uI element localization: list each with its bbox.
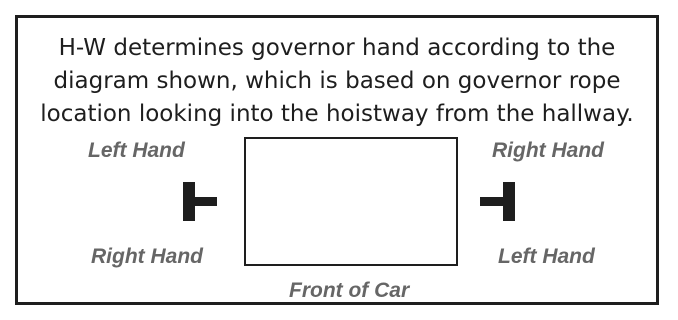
description-text: H-W determines governor hand according t… <box>18 32 656 131</box>
label-right-bottom: Left Hand <box>498 245 595 268</box>
description-line: H-W determines governor hand according t… <box>58 35 616 61</box>
label-front-of-car: Front of Car <box>289 279 410 302</box>
car-outline <box>244 137 458 266</box>
description-line: location looking into the hoistway from … <box>40 101 634 127</box>
left-rail-tee-icon <box>183 182 217 221</box>
right-rail-tee-icon <box>480 182 515 221</box>
label-left-top: Left Hand <box>88 139 185 162</box>
diagram-frame: H-W determines governor hand according t… <box>15 15 659 305</box>
label-right-top: Right Hand <box>492 139 604 162</box>
label-left-bottom: Right Hand <box>91 245 203 268</box>
description-line: diagram shown, which is based on governo… <box>53 68 621 94</box>
